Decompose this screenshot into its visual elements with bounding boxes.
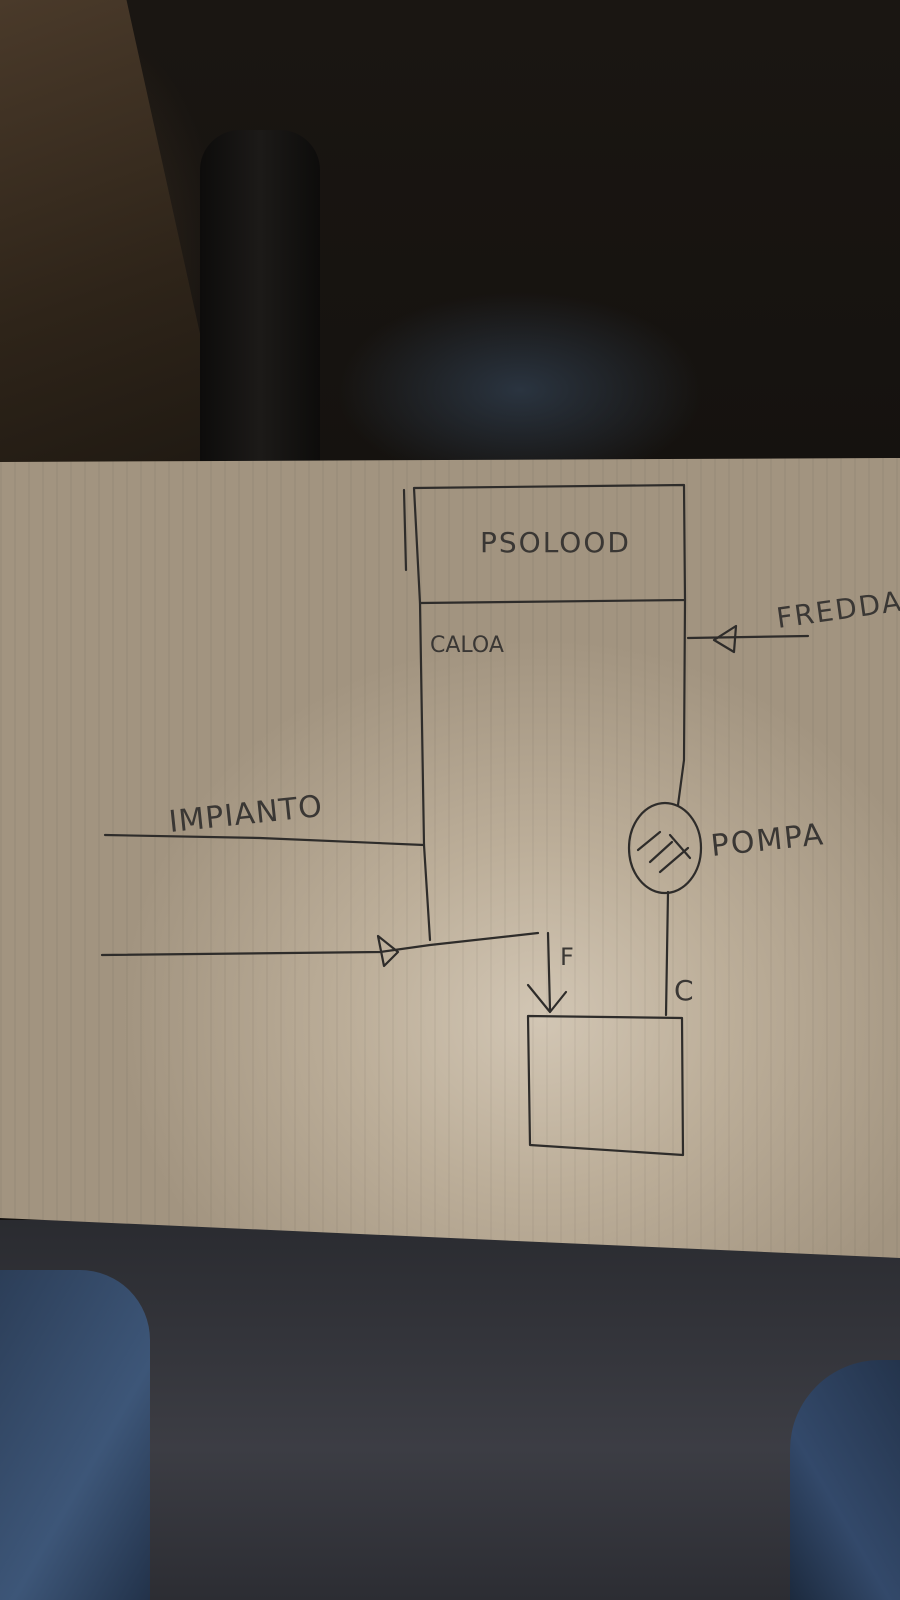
dark-object [200, 130, 320, 470]
triangle-arrow-icon [712, 624, 738, 654]
impianto-line [103, 833, 426, 847]
pump-circle-icon [627, 801, 703, 895]
jeans-left [0, 1270, 150, 1600]
down-arrow-icon [526, 931, 568, 1014]
fredda-label: FREDDA [774, 585, 900, 635]
top-tank-label: PSOLOOD [480, 526, 631, 559]
column-left-wall [418, 601, 432, 942]
c-marker: C [674, 974, 694, 1007]
background-floor [0, 1220, 900, 1600]
pump-to-tank-pipe [664, 890, 670, 1017]
right-pipe [676, 598, 687, 807]
pump-label: POMPA [709, 817, 826, 864]
jeans-right [790, 1360, 900, 1600]
column-label: CALOA [430, 633, 504, 658]
fredda-line [686, 634, 810, 640]
bottom-inlet-line [100, 931, 540, 957]
impianto-label: IMPIANTO [167, 789, 324, 840]
cardboard-sheet [0, 458, 900, 1258]
f-marker: F [560, 943, 574, 971]
lower-tank-box [526, 1014, 685, 1157]
triangle-arrow-icon [376, 934, 400, 968]
